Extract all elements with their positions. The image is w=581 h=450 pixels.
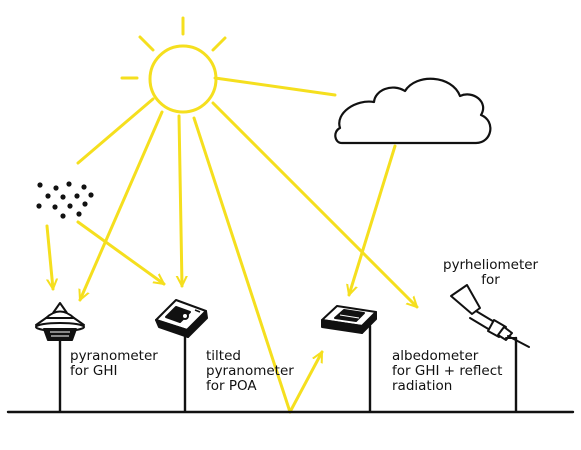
label-line: tilted bbox=[206, 348, 241, 364]
ray-sun-to-particles bbox=[76, 97, 155, 165]
sun-icon bbox=[120, 16, 227, 114]
label-line: pyranometer bbox=[70, 348, 158, 364]
sensor-poles bbox=[58, 324, 518, 413]
label-line: pyrheliometer bbox=[443, 257, 539, 273]
aerosol-particles-icon bbox=[36, 181, 94, 219]
pyranometer-icon bbox=[35, 302, 85, 341]
label-line: for GHI + reflect bbox=[392, 363, 503, 379]
label-line: for POA bbox=[206, 378, 257, 394]
pyranometer-label: pyranometer for GHI bbox=[70, 349, 158, 379]
ray-sun-to-tilted-pyranometer bbox=[179, 114, 182, 288]
tilted-pyranometer-label: tilted pyranometer for POA bbox=[206, 349, 294, 394]
radiation-rays bbox=[45, 76, 419, 414]
ray-particles-to-tilted bbox=[76, 220, 166, 286]
albedometer-label: albedometer for GHI + reflect radiation bbox=[392, 349, 502, 394]
label-line: albedometer bbox=[392, 348, 479, 364]
ray-particles-down bbox=[45, 224, 53, 291]
ray-sun-to-ground bbox=[192, 116, 292, 414]
label-line: radiation bbox=[392, 378, 453, 394]
ray-cloud-to-albedometer bbox=[349, 144, 397, 297]
pyrheliometer-icon bbox=[450, 284, 530, 348]
cloud-icon bbox=[334, 77, 492, 145]
label-line: for bbox=[481, 272, 500, 288]
ray-sun-to-pyranometer bbox=[80, 110, 164, 302]
ray-sun-to-pyrheliometer bbox=[211, 101, 419, 309]
pyrheliometer-label: pyrheliometer for bbox=[443, 258, 538, 288]
label-line: pyranometer bbox=[206, 363, 294, 379]
tilted-pyranometer-icon bbox=[155, 299, 208, 338]
ray-sun-to-cloud bbox=[213, 76, 337, 97]
label-line: for GHI bbox=[70, 363, 118, 379]
albedometer-icon bbox=[321, 305, 377, 334]
ray-reflected-to-albedometer bbox=[288, 350, 324, 414]
